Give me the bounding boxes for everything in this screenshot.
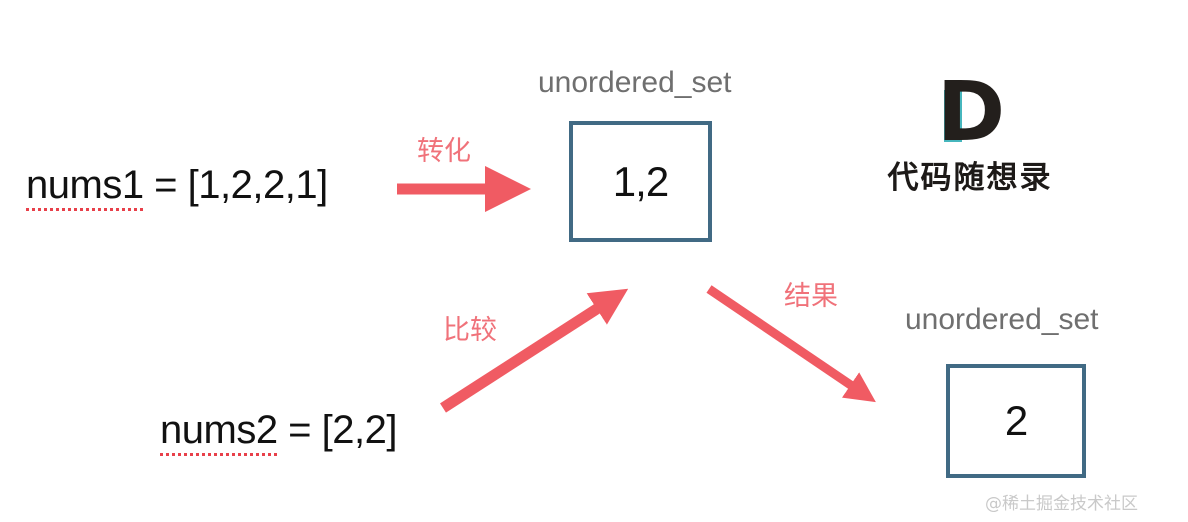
arrow-compare-label: 比较 xyxy=(443,315,497,346)
set-result-box: 2 xyxy=(946,364,1086,478)
set-top-label: unordered_set xyxy=(538,66,732,99)
logo-teal-bar xyxy=(944,90,962,142)
logo-d-mark: D xyxy=(927,65,1013,160)
nums2-variable: nums2 xyxy=(160,408,278,456)
set-top-box: 1,2 xyxy=(569,121,712,242)
nums2-assignment: = [2,2] xyxy=(277,408,397,452)
logo-text: 代码随想录 xyxy=(887,160,1053,196)
set-result-value: 2 xyxy=(1004,397,1028,444)
arrow-result-label: 结果 xyxy=(784,281,838,312)
arrow-convert-label: 转化 xyxy=(417,136,471,167)
watermark: @稀土掘金技术社区 xyxy=(985,494,1138,514)
set-result-label: unordered_set xyxy=(905,303,1099,336)
input-expression-nums2: nums2 = [2,2] xyxy=(160,408,397,456)
nums1-variable: nums1 xyxy=(26,163,144,211)
nums1-assignment: = [1,2,2,1] xyxy=(143,163,328,207)
logo-letter: D xyxy=(936,65,1005,160)
set-top-value: 1,2 xyxy=(612,157,669,205)
brand-logo: D 代码随想录 xyxy=(870,65,1070,197)
input-expression-nums1: nums1 = [1,2,2,1] xyxy=(26,163,328,211)
